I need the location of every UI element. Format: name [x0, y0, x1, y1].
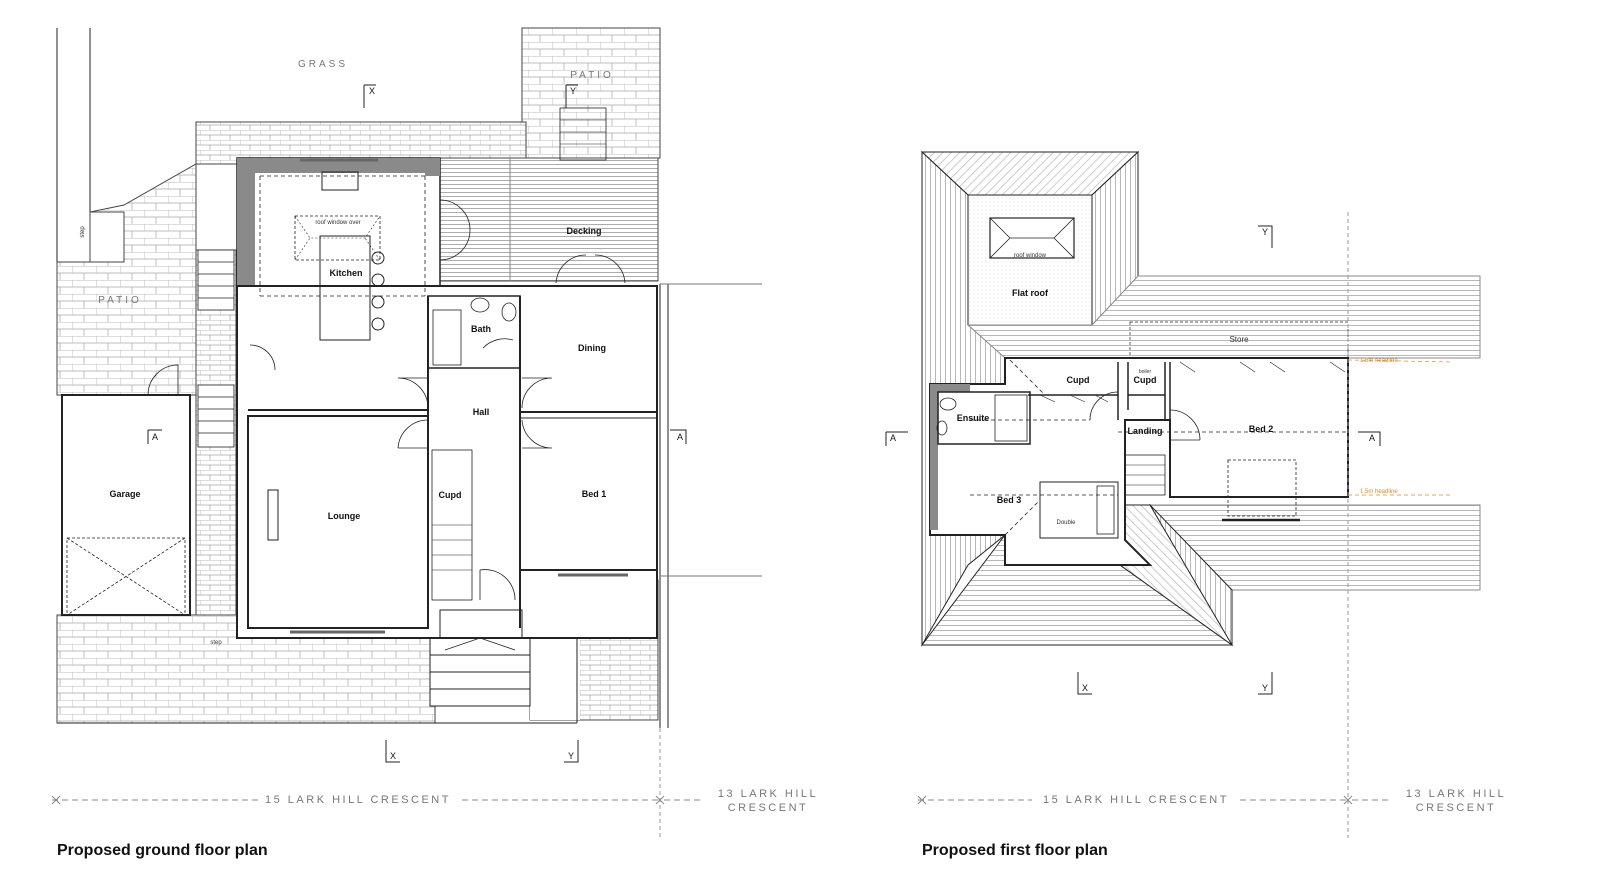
step-bottom-label: step: [210, 640, 222, 646]
headline-note-1: 1.5m headline: [1360, 358, 1398, 364]
decking: [439, 157, 659, 282]
paving-top: [195, 121, 527, 165]
ff-neighbour-label-2: CRESCENT: [1416, 802, 1497, 814]
section-y-bottom: Y: [568, 751, 574, 761]
kitchen-label: Kitchen: [329, 268, 362, 278]
dining-label: Dining: [578, 343, 606, 353]
headline-note-2: 1.5m headline: [1360, 489, 1398, 495]
patio-top-label: PATIO: [570, 70, 614, 81]
landing-label: Landing: [1128, 426, 1163, 436]
roof-window-label: roof window over: [315, 220, 360, 226]
ensuite-label: Ensuite: [957, 413, 990, 423]
front-steps: [429, 637, 531, 707]
bath-label: Bath: [471, 324, 491, 334]
ff-section-a-right: A: [1369, 433, 1375, 443]
first-floor-labels: Flat roof roof window Store Cupd Cupd bo…: [890, 227, 1506, 859]
ff-section-y-bottom: Y: [1262, 683, 1268, 693]
ground-floor-title: Proposed ground floor plan: [57, 842, 268, 859]
cupd1-label: Cupd: [1067, 375, 1090, 385]
lounge-label: Lounge: [328, 511, 361, 521]
ff-section-x-bottom: X: [1082, 683, 1088, 693]
double-label: Double: [1056, 520, 1076, 526]
step-left-label: step: [80, 226, 86, 238]
cupd2-label: Cupd: [1134, 375, 1157, 385]
bed2-label: Bed 2: [1249, 424, 1274, 434]
neighbour-label-2: CRESCENT: [728, 802, 809, 814]
patio-left: [56, 163, 197, 396]
address-label: 15 LARK HILL CRESCENT: [265, 794, 451, 806]
flat-roof-label: Flat roof: [1012, 288, 1049, 298]
section-x-top: X: [369, 86, 375, 96]
neighbour-label-1: 13 LARK HILL: [718, 788, 818, 800]
garage: [61, 394, 191, 616]
garage-label: Garage: [109, 489, 140, 499]
grass-label: GRASS: [298, 59, 348, 70]
ground-floor-labels: GRASS PATIO PATIO Decking Kitchen roof w…: [57, 59, 818, 859]
section-a-right: A: [677, 432, 683, 442]
ff-neighbour-label-1: 13 LARK HILL: [1406, 788, 1506, 800]
section-a-left: A: [152, 432, 158, 442]
ff-section-a-left: A: [890, 433, 896, 443]
ff-roof-window-label: roof window: [1014, 253, 1047, 259]
bed3-label: Bed 3: [997, 495, 1022, 505]
bed1-label: Bed 1: [582, 489, 607, 499]
patio-top: [521, 27, 661, 159]
section-x-bottom: X: [390, 751, 396, 761]
patio-left-label: PATIO: [98, 295, 142, 306]
hall-label: Hall: [473, 407, 490, 417]
ground-floor-plan: [51, 27, 762, 838]
section-y-top: Y: [570, 86, 576, 96]
ff-section-y-top: Y: [1262, 227, 1268, 237]
store-label: Store: [1229, 335, 1249, 344]
first-floor-title: Proposed first floor plan: [922, 842, 1108, 859]
boiler-label: boiler: [1139, 369, 1152, 375]
flat-roof: [967, 194, 1093, 326]
ff-address-label: 15 LARK HILL CRESCENT: [1043, 794, 1229, 806]
cupd-label: Cupd: [439, 490, 462, 500]
first-floor-plan: [885, 150, 1481, 838]
decking-label: Decking: [566, 226, 601, 236]
